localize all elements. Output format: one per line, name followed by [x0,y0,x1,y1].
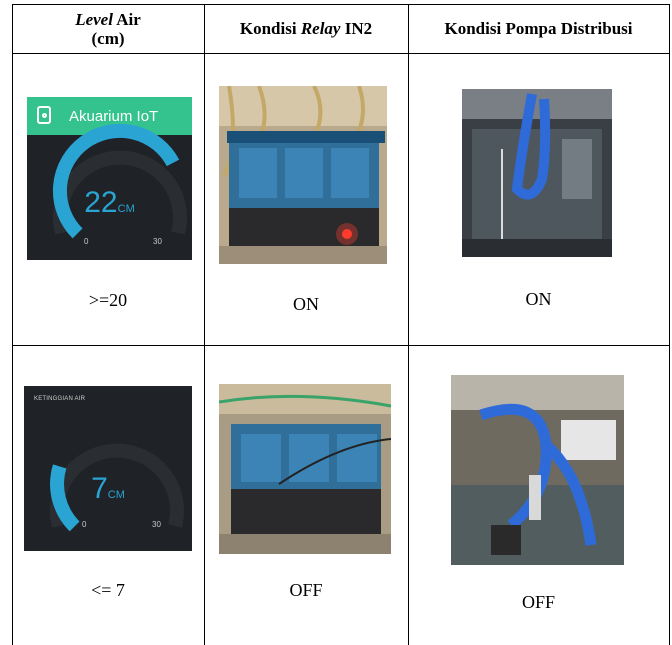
level-value-row2: <= 7 [91,580,125,600]
gauge-title: KETINGGIAN AIR [34,396,86,402]
relay-photo-row2 [219,384,391,554]
pump-state-row2: OFF [521,592,556,612]
login-icon [37,106,51,124]
pump-photo-row2 [451,375,624,565]
column-divider [204,4,205,645]
gauge-max: 30 [152,520,161,529]
table-border-right [669,4,670,645]
pump-photo-row1 [462,89,612,257]
gauge-min: 0 [84,237,89,246]
relay-state-row1: ON [293,294,319,314]
header-pump: Kondisi Pompa Distribusi [444,19,633,38]
gauge-widget-row1: Akuarium IoT 22CM 0 30 [27,97,192,260]
table-border-top [12,4,670,5]
gauge-max: 30 [153,237,162,246]
level-value-row1: >=20 [88,290,128,310]
column-divider [408,4,409,645]
gauge-min: 0 [82,520,87,529]
table-border-left [12,4,13,645]
gauge-value: 22CM [84,186,135,219]
gauge-value: 7CM [91,472,125,505]
relay-photo-row1 [219,86,387,264]
gauge-arc [50,443,184,532]
row-divider [12,345,670,346]
header-relay: Kondisi Relay IN2 [239,19,373,38]
data-table: Level Air (cm) Kondisi Relay IN2 Kondisi… [12,4,670,645]
header-divider [12,53,670,54]
app-title: Akuarium IoT [69,107,159,125]
relay-state-row2: OFF [289,580,323,600]
gauge-widget-row2: KETINGGIAN AIR 7CM 0 30 [24,386,192,551]
gauge-arc [52,123,187,239]
pump-state-row1: ON [525,289,552,309]
header-level-air: Level Air (cm) [75,9,141,48]
